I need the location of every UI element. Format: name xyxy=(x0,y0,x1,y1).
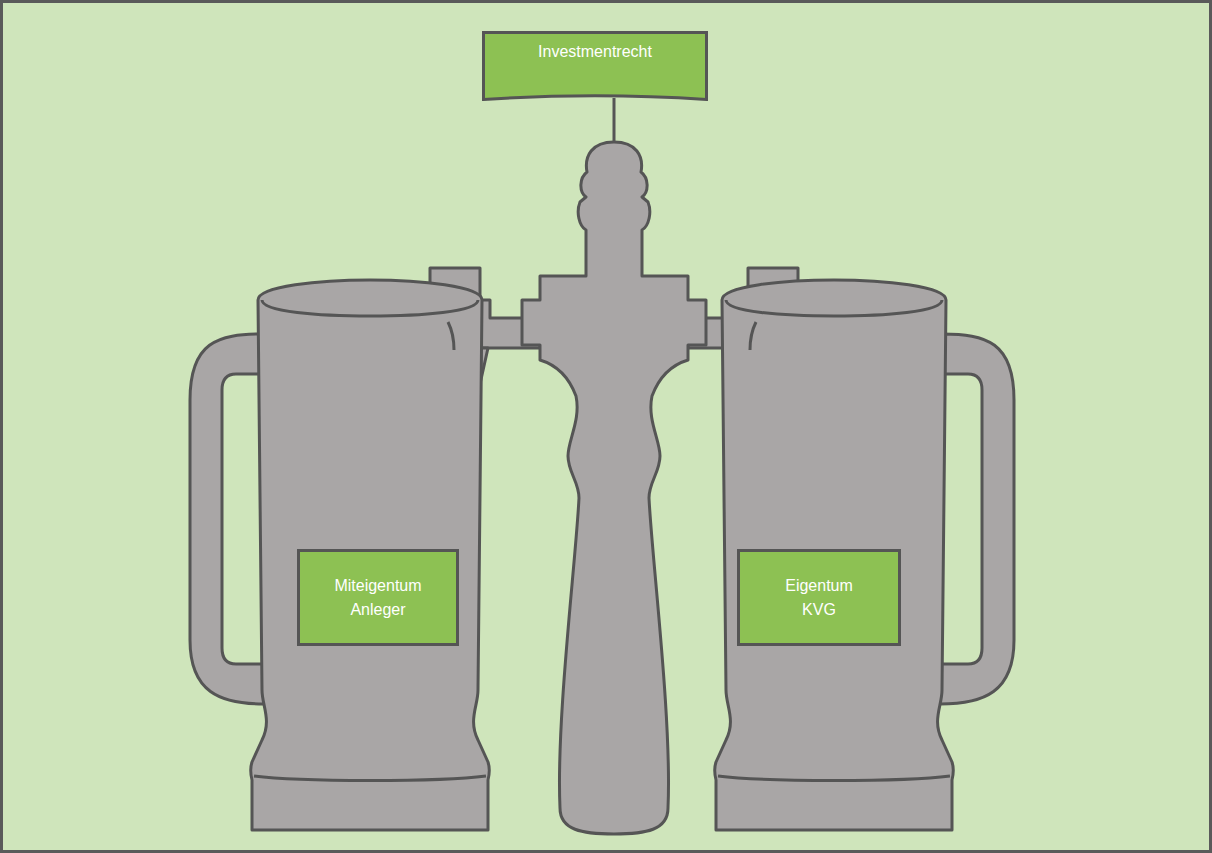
node-text: Eigentum KVG xyxy=(773,574,865,622)
beer-mug xyxy=(715,280,1015,830)
hanger-line xyxy=(613,98,616,142)
node-text: Miteigentum Anleger xyxy=(323,574,433,622)
banner-outline xyxy=(482,31,708,101)
label-box: Eigentum KVG xyxy=(737,549,901,646)
banner-shape xyxy=(484,33,707,100)
beer-mug xyxy=(190,280,490,830)
node-text: Investmentrecht xyxy=(538,40,652,64)
title-banner: Investmentrecht xyxy=(482,31,708,101)
label-box: Miteigentum Anleger xyxy=(297,549,459,646)
